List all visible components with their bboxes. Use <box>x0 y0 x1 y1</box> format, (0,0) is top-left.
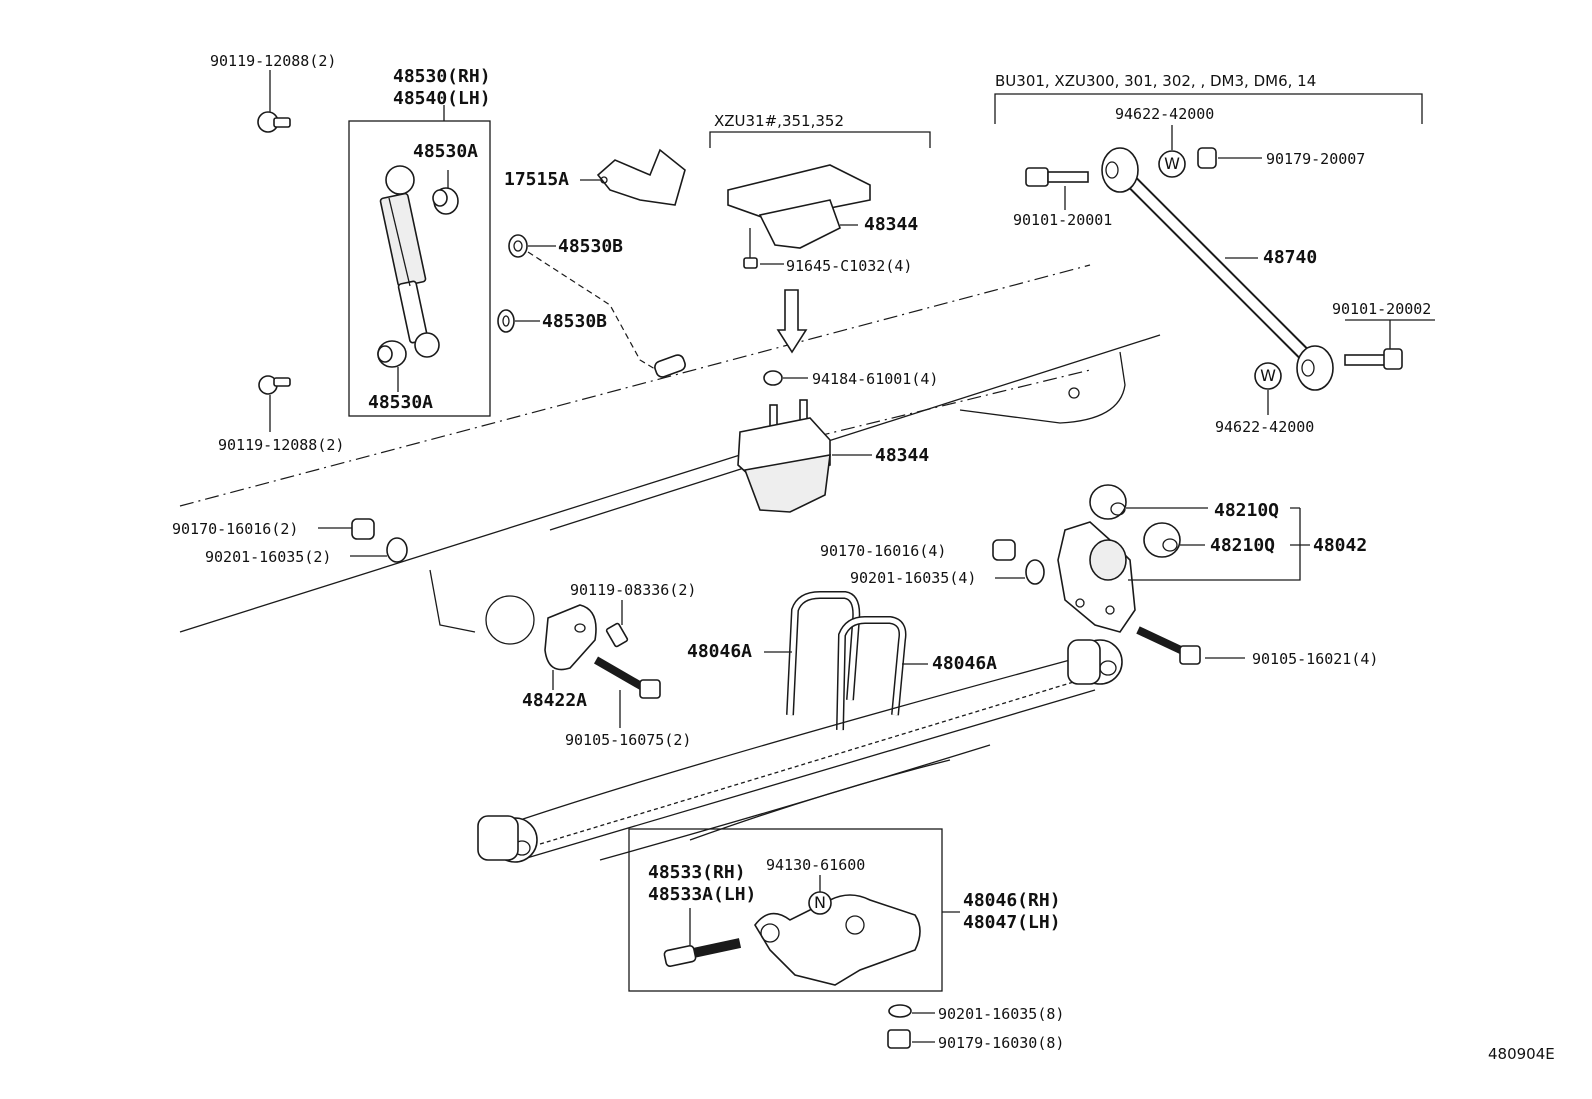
label-90119-12088-bottom: 90119-12088(2) <box>218 436 345 454</box>
label-90170-16016-left: 90170-16016(2) <box>172 520 299 538</box>
label-90179-16030: 90179-16030(8) <box>938 1034 1065 1052</box>
bolt-90119-12088-bottom <box>258 375 291 432</box>
label-48046-rh: 48046(RH) <box>963 890 1061 911</box>
frame-rail-edge <box>429 569 476 633</box>
label-48533-rh: 48533(RH) <box>648 862 746 883</box>
nut-90179-16030 <box>887 1029 935 1049</box>
bracket-48422A <box>544 604 597 690</box>
spring-seat-48046 <box>754 894 921 986</box>
frame-hanger <box>959 351 1126 424</box>
bolt-90101-20001 <box>1025 167 1089 210</box>
label-48344-mid: 48344 <box>875 445 930 466</box>
bolt-90105-16075 <box>594 656 661 728</box>
label-90101-20002: 90101-20002 <box>1332 300 1432 318</box>
label-94184-61001: 94184-61001(4) <box>812 370 939 388</box>
washer-mark-w-bottom: W <box>1260 366 1276 385</box>
bolt-90119-12088-top <box>257 70 291 133</box>
washer-90201-16035-bottom <box>888 1004 935 1018</box>
nut-94184-61001 <box>763 370 808 386</box>
label-48740: 48740 <box>1263 247 1318 268</box>
washer-48530B-bottom <box>497 309 540 333</box>
pin-48533 <box>663 908 742 967</box>
washer-48530B-top <box>508 234 556 258</box>
seat-box <box>628 828 943 992</box>
label-90201-16035-left: 90201-16035(2) <box>205 548 332 566</box>
bushing-48530A-top <box>432 170 459 215</box>
label-94130-61600: 94130-61600 <box>766 856 866 874</box>
nut-90170-16016-left <box>318 518 375 540</box>
label-48046-48047: 48046(RH) 48047(LH) <box>963 890 1061 934</box>
label-48210Q-b: 48210Q <box>1210 535 1276 556</box>
shock-absorber <box>379 165 440 358</box>
bolt-90119-08336 <box>605 600 629 648</box>
label-48047-lh: 48047(LH) <box>963 912 1061 933</box>
label-48530B-bottom: 48530B <box>542 311 608 332</box>
frame-rail-upper <box>179 264 1091 507</box>
label-90105-16021: 90105-16021(4) <box>1252 650 1379 668</box>
shock-absorber-box <box>348 120 491 417</box>
bolt-90101-20002 <box>1344 319 1435 370</box>
label-90179-20007: 90179-20007 <box>1266 150 1366 168</box>
label-90101-20001: 90101-20001 <box>1013 211 1113 229</box>
label-48344-top: 48344 <box>864 214 919 235</box>
washer-mark-w-top: W <box>1164 154 1180 173</box>
label-48530B-top: 48530B <box>558 236 624 257</box>
diagram-reference-code: 480904E <box>1488 1045 1555 1063</box>
shackle-48042 <box>1057 484 1310 633</box>
nut-94130-61600 <box>808 875 832 915</box>
label-48540-lh: 48540(LH) <box>393 88 491 109</box>
washer-90201-16035-mid <box>995 559 1045 585</box>
nut-90179-20007 <box>1197 147 1262 169</box>
washer-94622-42000-bottom <box>1254 362 1282 415</box>
label-48042: 48042 <box>1313 535 1368 556</box>
label-48422A: 48422A <box>522 690 588 711</box>
frame-rail-mid <box>549 334 1161 531</box>
label-48533A-lh: 48533A(LH) <box>648 884 757 905</box>
u-bolt-48046A-left <box>764 591 861 716</box>
label-90170-16016-mid: 90170-16016(4) <box>820 542 947 560</box>
leaf-spring <box>477 639 1123 863</box>
label-90119-12088-top: 90119-12088(2) <box>210 52 337 70</box>
washer-90201-16035-left <box>350 537 408 563</box>
u-bolt-48046A-right <box>836 616 928 731</box>
label-48530A-bottom: 48530A <box>368 392 434 413</box>
note-xzu31: XZU31#,351,352 <box>714 112 844 130</box>
label-90201-16035-bottom: 90201-16035(8) <box>938 1005 1065 1023</box>
nut-90170-16016-mid <box>992 539 1016 561</box>
label-48210Q-a: 48210Q <box>1214 500 1280 521</box>
bracket-17515A <box>580 148 686 206</box>
label-94622-42000-bottom: 94622-42000 <box>1215 418 1315 436</box>
frame-rail-lower-left <box>179 454 741 633</box>
label-48530-48540: 48530(RH) 48540(LH) <box>393 66 491 110</box>
shock-mount-line <box>527 251 666 376</box>
washer-94622-42000-top <box>1158 125 1186 178</box>
label-48046A-right: 48046A <box>932 653 998 674</box>
label-90201-16035-mid: 90201-16035(4) <box>850 569 977 587</box>
label-48530A-top: 48530A <box>413 141 479 162</box>
label-48533: 48533(RH) 48533A(LH) <box>648 862 756 906</box>
label-91645-C1032: 91645-C1032(4) <box>786 257 913 275</box>
label-48530-rh: 48530(RH) <box>393 66 491 87</box>
arrow-down <box>776 289 808 354</box>
nut-mark-n: N <box>814 893 826 912</box>
lateral-rod-48740 <box>1101 147 1334 391</box>
label-48046A-left: 48046A <box>687 641 753 662</box>
label-90105-16075: 90105-16075(2) <box>565 731 692 749</box>
bump-stopper-48344-upper <box>727 164 871 269</box>
label-17515A: 17515A <box>504 169 570 190</box>
label-94622-42000-top: 94622-42000 <box>1115 105 1215 123</box>
label-90119-08336: 90119-08336(2) <box>570 581 697 599</box>
bolt-90105-16021 <box>1136 626 1245 665</box>
note-bu301: BU301, XZU300, 301, 302, , DM3, DM6, 14 <box>995 72 1317 90</box>
bump-stopper-48344-lower <box>737 399 872 513</box>
bushing-48530A-bottom <box>377 340 407 392</box>
